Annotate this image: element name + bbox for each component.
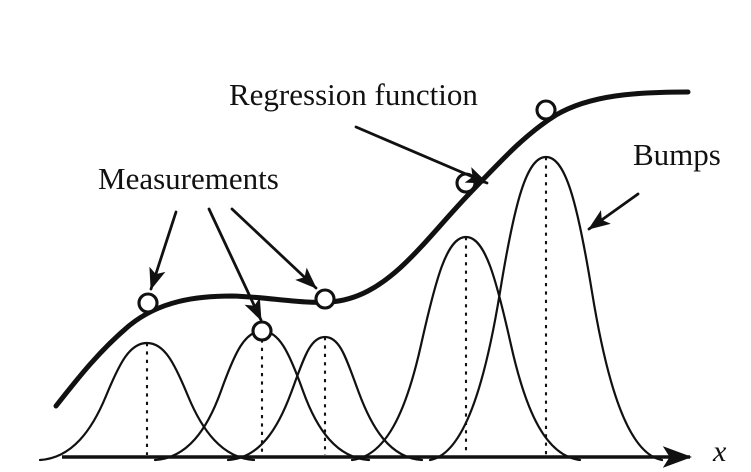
arrow-bumps	[587, 192, 640, 231]
annotation-label-regression-function: Regression function	[229, 77, 478, 112]
arrow-measurements-3	[230, 207, 318, 290]
annotation-label-measurements: Measurements	[98, 161, 279, 196]
axis-label-x: x	[713, 435, 727, 468]
arrow-measurements-1	[149, 210, 178, 291]
measurement-point-2[interactable]	[251, 320, 273, 342]
measurement-point-3[interactable]	[314, 288, 336, 310]
annotation-label-bumps: Bumps	[633, 137, 721, 172]
arrow-regression-function	[354, 125, 489, 185]
measurement-point-1[interactable]	[137, 292, 159, 314]
bump-center-guides-group	[145, 157, 548, 455]
measurement-point-5[interactable]	[535, 99, 557, 121]
measurement-markers-group	[137, 99, 557, 342]
bump-curves-group	[38, 155, 664, 462]
annotation-arrows-group	[149, 125, 640, 322]
arrow-measurements-2	[207, 207, 263, 322]
regression-curve	[53, 89, 691, 409]
